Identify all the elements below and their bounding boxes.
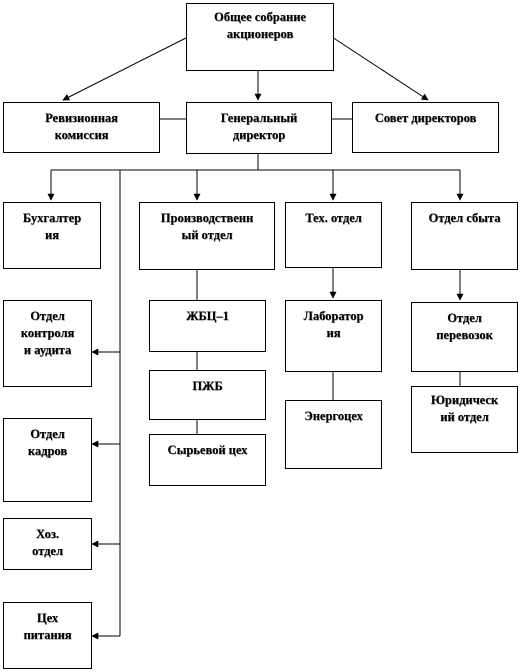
node-canteen: Цех питания bbox=[3, 602, 92, 669]
node-hr-dept: Отдел кадров bbox=[3, 418, 92, 502]
node-raw-material-shop: Сырьевой цех bbox=[149, 434, 266, 486]
node-sales-dept: Отдел сбыта bbox=[411, 202, 518, 270]
node-laboratory: Лаборатор ия bbox=[285, 300, 382, 372]
node-household-dept: Хоз. отдел bbox=[3, 518, 92, 570]
node-control-audit-dept: Отдел контроля и аудита bbox=[3, 300, 92, 387]
node-tech-dept: Тех. отдел bbox=[285, 202, 382, 268]
link-meeting-audit bbox=[62, 36, 189, 101]
node-board-of-directors: Совет директоров bbox=[352, 102, 499, 153]
node-zhbts1: ЖБЦ–1 bbox=[149, 300, 266, 352]
node-legal-dept: Юридическ ий отдел bbox=[411, 386, 518, 453]
node-general-meeting: Общее собрание акционеров bbox=[186, 3, 334, 71]
node-production-dept: Производственн ый отдел bbox=[139, 202, 275, 270]
node-transport-dept: Отдел перевозок bbox=[411, 302, 518, 372]
link-meeting-board bbox=[331, 36, 429, 101]
node-audit-commission: Ревизионная комиссия bbox=[3, 102, 160, 153]
node-energy-shop: Энергоцех bbox=[285, 400, 382, 469]
node-pzhb: ПЖБ bbox=[149, 370, 266, 420]
node-general-director: Генеральный директор bbox=[186, 102, 332, 154]
node-accounting: Бухгалтер ия bbox=[3, 202, 101, 269]
